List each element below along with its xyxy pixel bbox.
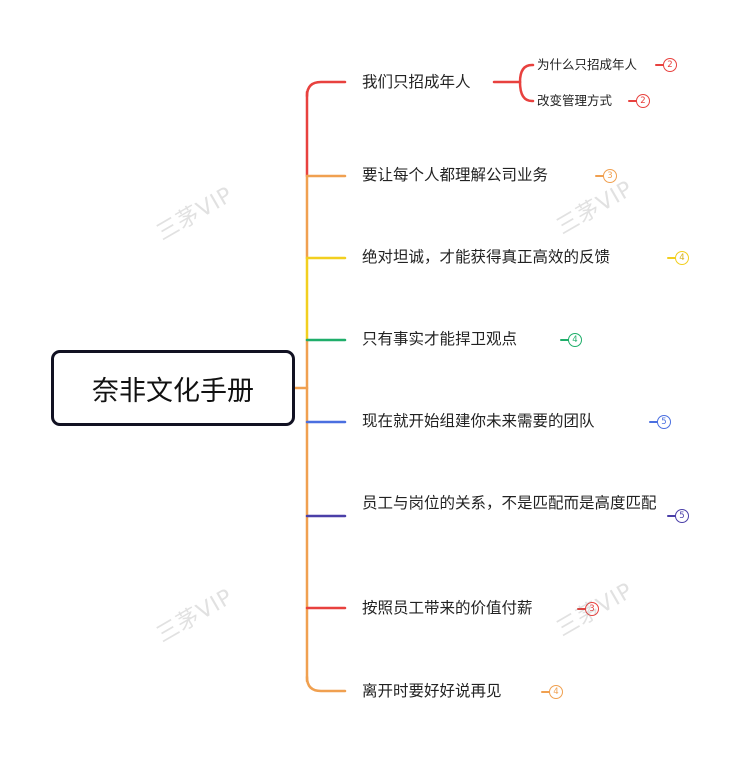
topic-label: 我们只招成年人 xyxy=(362,73,471,91)
topic-label: 只有事实才能捍卫观点 xyxy=(362,330,518,348)
topic-label: 员工与岗位的关系，不是匹配而是高度匹配 xyxy=(362,494,657,512)
count-badge[interactable]: 5 xyxy=(657,415,671,429)
count-badge[interactable]: 4 xyxy=(675,251,689,265)
branch-line xyxy=(305,80,347,98)
subtopic-change-management[interactable]: 改变管理方式 xyxy=(537,93,612,109)
count-badge[interactable]: 4 xyxy=(568,333,582,347)
topic-label: 现在就开始组建你未来需要的团队 xyxy=(362,412,595,430)
root-node[interactable]: 奈非文化手册 xyxy=(51,350,295,426)
sub-branch-line xyxy=(518,80,535,103)
topic-facts-defend-views[interactable]: 只有事实才能捍卫观点 xyxy=(362,328,517,350)
topic-label: 按照员工带来的价值付薪 xyxy=(362,599,533,617)
sub-branch-line xyxy=(518,63,535,84)
branch-line xyxy=(305,675,347,693)
count-badge[interactable]: 3 xyxy=(603,169,617,183)
topic-adults-only[interactable]: 我们只招成年人 xyxy=(362,71,471,93)
root-label: 奈非文化手册 xyxy=(92,375,254,407)
topic-candor-feedback[interactable]: 绝对坦诚，才能获得真正高效的反馈 xyxy=(362,246,610,268)
subtopic-label: 改变管理方式 xyxy=(537,93,613,108)
topic-build-future-team[interactable]: 现在就开始组建你未来需要的团队 xyxy=(362,410,595,432)
topic-say-goodbye[interactable]: 离开时要好好说再见 xyxy=(362,680,502,702)
count-badge[interactable]: 3 xyxy=(585,602,599,616)
topic-label: 离开时要好好说再见 xyxy=(362,682,502,700)
count-badge[interactable]: 5 xyxy=(675,509,689,523)
topic-pay-by-value[interactable]: 按照员工带来的价值付薪 xyxy=(362,597,533,619)
count-badge[interactable]: 2 xyxy=(663,58,677,72)
topic-label: 绝对坦诚，才能获得真正高效的反馈 xyxy=(362,248,611,266)
subtopic-why-adults[interactable]: 为什么只招成年人 xyxy=(537,57,637,73)
topic-label: 要让每个人都理解公司业务 xyxy=(362,166,549,184)
topic-high-fit[interactable]: 员工与岗位的关系，不是匹配而是高度匹配 xyxy=(362,492,662,514)
count-badge[interactable]: 4 xyxy=(549,685,563,699)
count-badge[interactable]: 2 xyxy=(636,94,650,108)
topic-understand-business[interactable]: 要让每个人都理解公司业务 xyxy=(362,164,548,186)
subtopic-label: 为什么只招成年人 xyxy=(537,57,638,72)
